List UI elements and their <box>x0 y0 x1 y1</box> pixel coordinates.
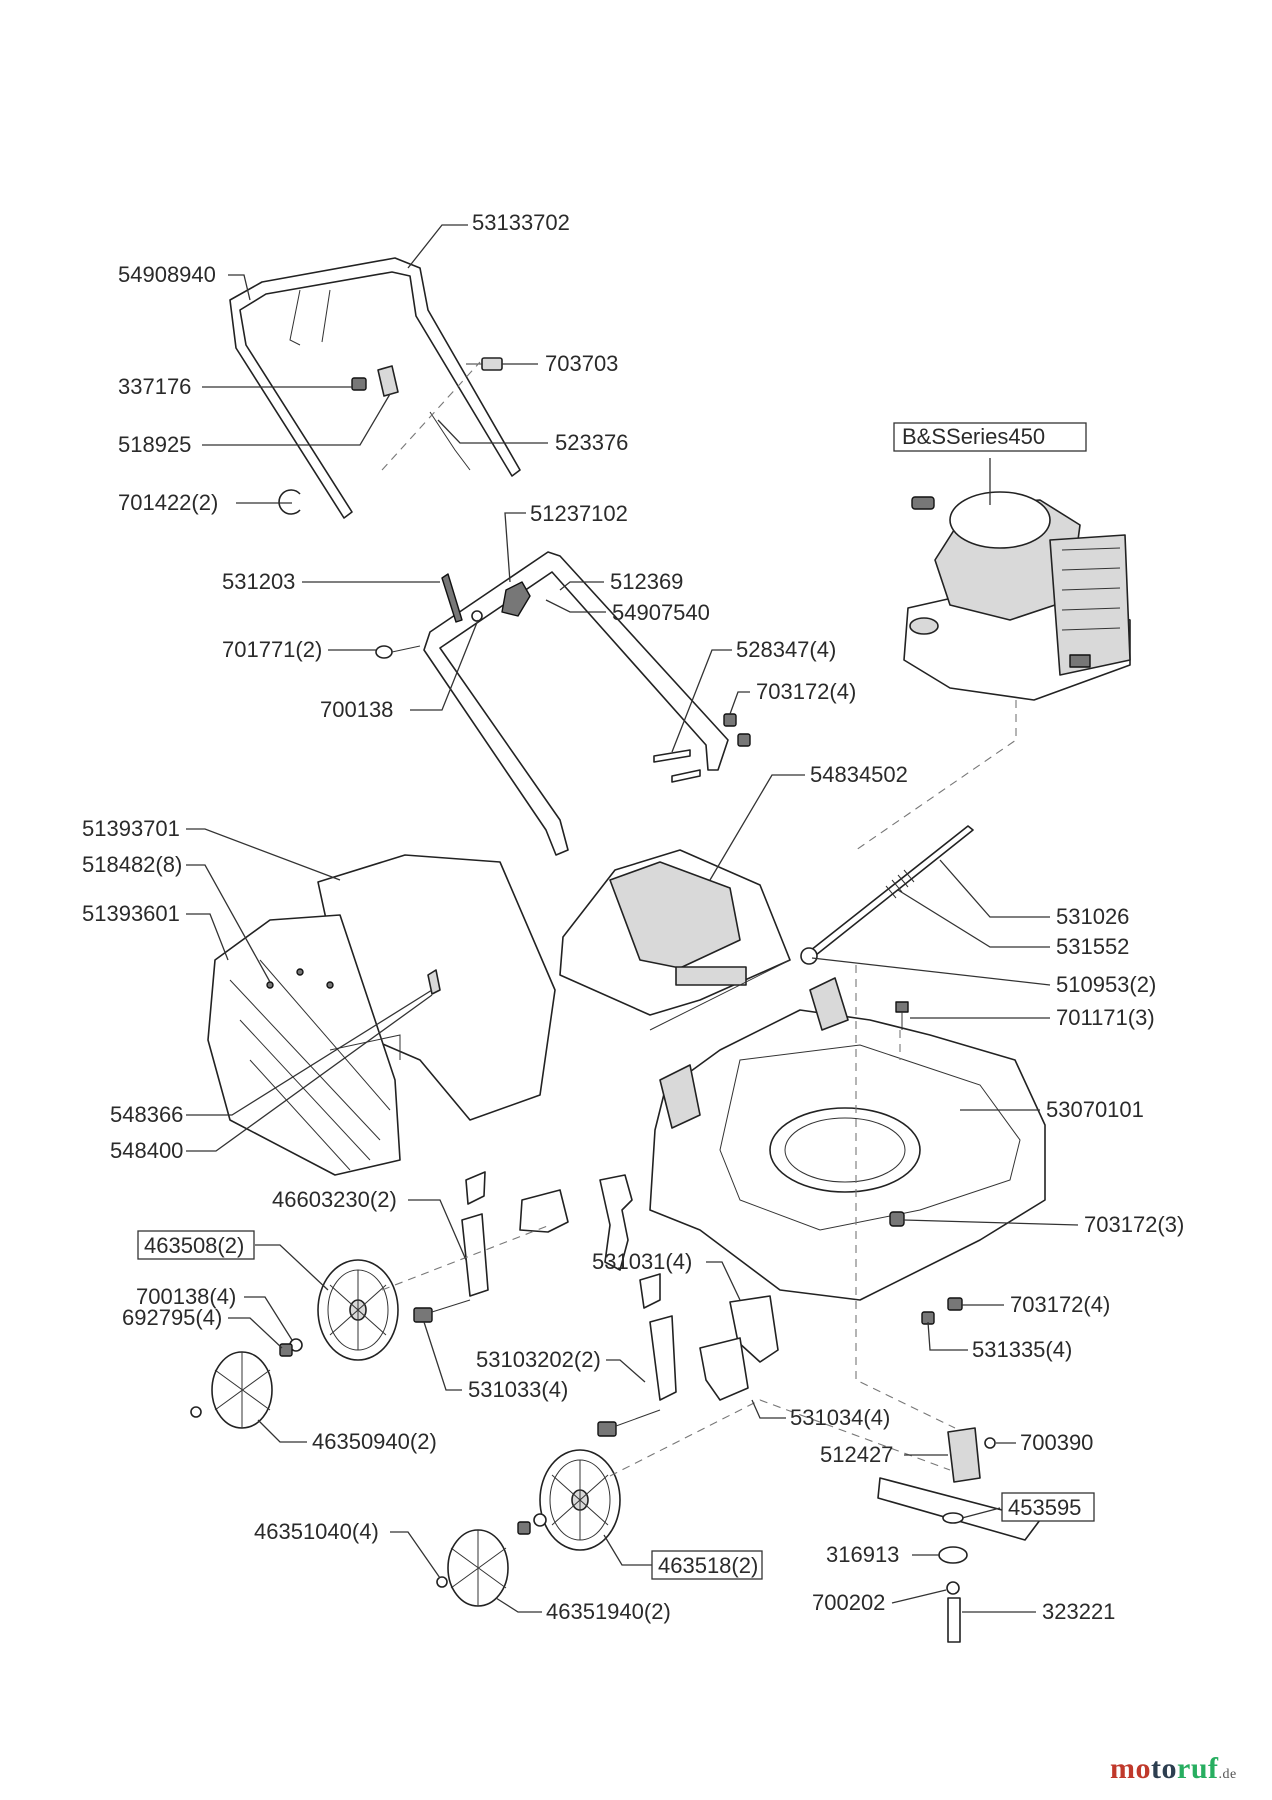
upper-handle <box>229 257 521 519</box>
label-703703: 703703 <box>545 351 618 376</box>
label-703172-4a: 703172(4) <box>756 679 856 704</box>
cap-small <box>190 1406 202 1418</box>
label-700138-4: 700138(4) <box>136 1284 236 1309</box>
rear-axle <box>800 825 974 965</box>
discharge-cover <box>559 849 791 1031</box>
cap-46351040 <box>436 1576 448 1588</box>
label-518925: 518925 <box>118 432 191 457</box>
leader-lines <box>186 224 1079 1613</box>
brand-logo: motoruf.de <box>1110 1752 1237 1786</box>
washer-700138 <box>471 610 483 622</box>
label-703172-4b: 703172(4) <box>1010 1292 1110 1317</box>
bolt-701171 <box>895 1001 909 1030</box>
label-548400: 548400 <box>110 1138 183 1163</box>
assembly-lines <box>381 361 1017 1477</box>
hubcap-rear <box>211 1351 273 1429</box>
engine <box>903 491 1131 701</box>
label-548366: 548366 <box>110 1102 183 1127</box>
label-700202: 700202 <box>812 1590 885 1615</box>
label-46603230: 46603230(2) <box>272 1187 397 1212</box>
label-323221: 323221 <box>1042 1599 1115 1624</box>
label-531203: 531203 <box>222 569 295 594</box>
label-54908940: 54908940 <box>118 262 216 287</box>
label-463508: 463508(2) <box>144 1233 244 1258</box>
label-53103202: 53103202(2) <box>476 1347 601 1372</box>
label-51393701: 51393701 <box>82 816 180 841</box>
star-knob <box>501 581 531 617</box>
hubcap-front <box>447 1529 509 1607</box>
cable-523376 <box>429 411 471 471</box>
label-701771: 701771(2) <box>222 637 322 662</box>
label-510953: 510953(2) <box>1056 972 1156 997</box>
bolts-528347 <box>653 749 701 783</box>
label-703172-3: 703172(3) <box>1084 1212 1184 1237</box>
box-463508 <box>137 1230 255 1260</box>
label-512369: 512369 <box>610 569 683 594</box>
box-453595 <box>1001 1492 1095 1522</box>
washer-front <box>533 1513 547 1527</box>
blade-assembly <box>877 1427 1041 1643</box>
label-53133702: 53133702 <box>472 210 570 235</box>
nut-front <box>517 1521 531 1535</box>
bolt-701771 <box>375 645 421 659</box>
label-46351040: 46351040(4) <box>254 1519 379 1544</box>
nut-703172-4 <box>947 1297 963 1311</box>
label-523376: 523376 <box>555 430 628 455</box>
label-54907540: 54907540 <box>612 600 710 625</box>
part-labels: 53133702 54908940 703703 337176 518925 5… <box>82 210 1184 1624</box>
label-531335: 531335(4) <box>972 1337 1072 1362</box>
label-531026: 531026 <box>1056 904 1129 929</box>
label-700390: 700390 <box>1020 1430 1093 1455</box>
box-463518 <box>651 1550 763 1580</box>
rear-wheel <box>317 1259 399 1361</box>
bolt-531033 <box>413 1299 661 1437</box>
grass-bag <box>207 854 556 1176</box>
brand-part2: to <box>1151 1752 1177 1785</box>
label-337176: 337176 <box>118 374 191 399</box>
label-701422: 701422(2) <box>118 490 218 515</box>
label-316913: 316913 <box>826 1542 899 1567</box>
brand-part1: mo <box>1110 1752 1151 1785</box>
label-53070101: 53070101 <box>1046 1097 1144 1122</box>
label-531034: 531034(4) <box>790 1405 890 1430</box>
cable-clip <box>377 365 399 397</box>
label-531552: 531552 <box>1056 934 1129 959</box>
label-701171: 701171(3) <box>1056 1005 1155 1030</box>
label-46350940: 46350940(2) <box>312 1429 437 1454</box>
mower-deck <box>649 977 1046 1301</box>
label-463518: 463518(2) <box>658 1553 758 1578</box>
front-wheel <box>539 1449 621 1551</box>
label-700138: 700138 <box>320 697 393 722</box>
ring-clip <box>278 489 301 515</box>
height-adjusters <box>461 1171 779 1401</box>
label-453595: 453595 <box>1008 1495 1081 1520</box>
label-46351940: 46351940(2) <box>546 1599 671 1624</box>
nut-692795 <box>279 1343 293 1357</box>
bolt-703703 <box>466 357 503 371</box>
label-692795: 692795(4) <box>122 1305 222 1330</box>
label-engine: B&SSeries450 <box>902 424 1045 449</box>
lever-531203 <box>441 573 463 623</box>
nut-337176 <box>351 377 367 391</box>
label-531031: 531031(4) <box>592 1249 692 1274</box>
lower-handle <box>423 551 729 856</box>
label-512427: 512427 <box>820 1442 893 1467</box>
engine-label-box <box>893 422 1087 452</box>
label-54834502: 54834502 <box>810 762 908 787</box>
label-518482: 518482(8) <box>82 852 182 877</box>
nut-deck <box>889 1211 905 1227</box>
brand-tld: .de <box>1218 1767 1237 1782</box>
label-51393601: 51393601 <box>82 901 180 926</box>
label-531033: 531033(4) <box>468 1377 568 1402</box>
label-528347: 528347(4) <box>736 637 836 662</box>
brand-part3: ruf <box>1177 1752 1219 1785</box>
label-51237102: 51237102 <box>530 501 628 526</box>
